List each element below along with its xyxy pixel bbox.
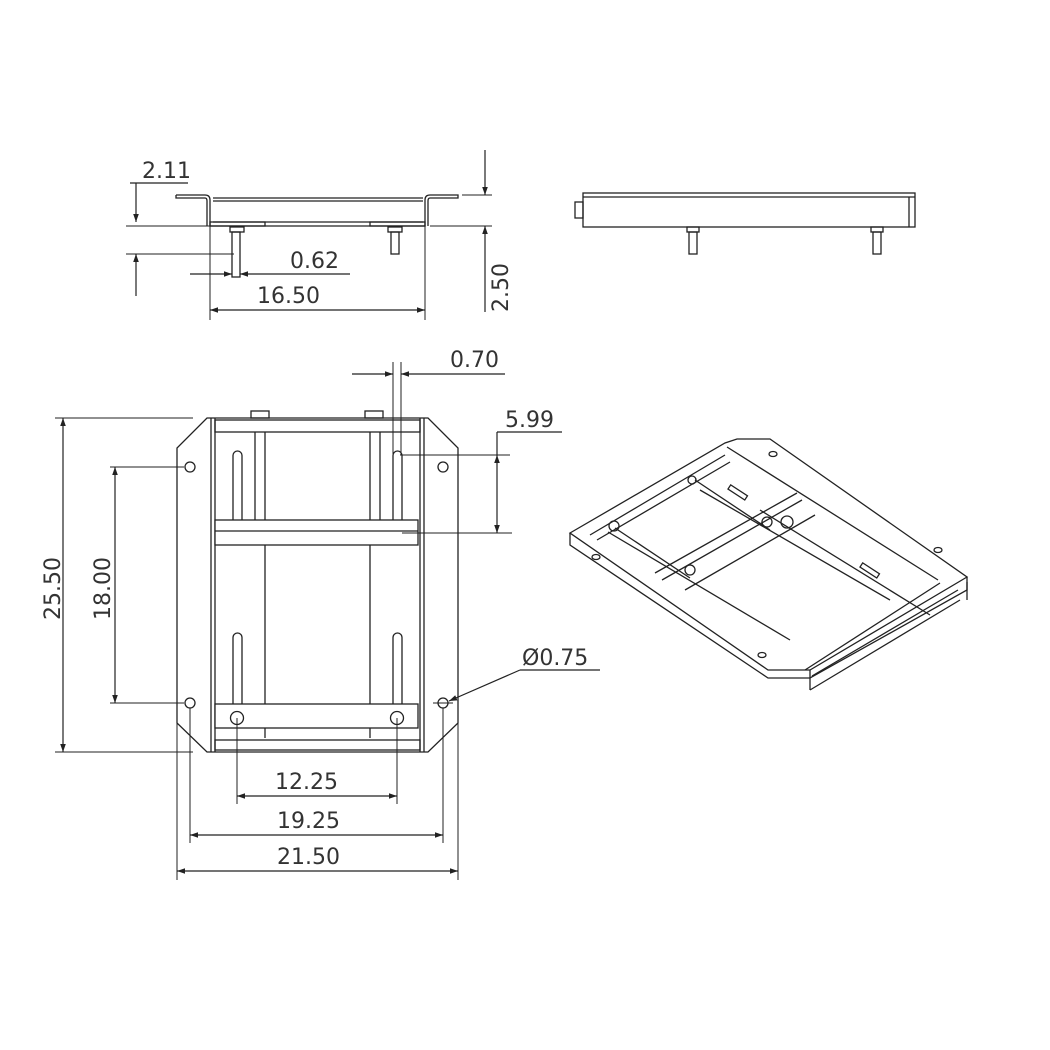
front-view: 2.11 0.62 16.50 2.50 <box>126 150 514 320</box>
dim-flange-height: 2.11 <box>142 159 191 184</box>
nut-icon <box>387 226 403 233</box>
isometric-view <box>568 438 969 691</box>
dim-slot-offset: 0.70 <box>450 348 499 373</box>
dim-hole-diameter: Ø0.75 <box>522 646 588 671</box>
dim-overall-length: 25.50 <box>41 557 66 620</box>
mounting-hole-icon <box>437 461 449 473</box>
side-view <box>574 192 916 255</box>
bolt-head-icon <box>364 410 384 419</box>
nut-icon <box>229 226 245 233</box>
dim-total-height: 2.50 <box>489 263 514 312</box>
dim-front-width: 16.50 <box>257 284 320 309</box>
dim-slot-spacing: 12.25 <box>275 770 338 795</box>
dim-hole-spacing-vertical: 18.00 <box>91 557 116 620</box>
dim-slot-length: 5.99 <box>505 408 554 433</box>
mounting-hole-icon <box>184 697 196 709</box>
dim-bolt-diameter: 0.62 <box>290 249 339 274</box>
dim-hole-spacing-horizontal: 19.25 <box>277 809 340 834</box>
mounting-hole-icon <box>184 461 196 473</box>
dim-overall-width: 21.50 <box>277 845 340 870</box>
bolt-head-icon <box>250 410 270 419</box>
plan-view: 25.50 18.00 0.70 5.99 Ø0.75 12.25 19.25 … <box>41 348 600 880</box>
